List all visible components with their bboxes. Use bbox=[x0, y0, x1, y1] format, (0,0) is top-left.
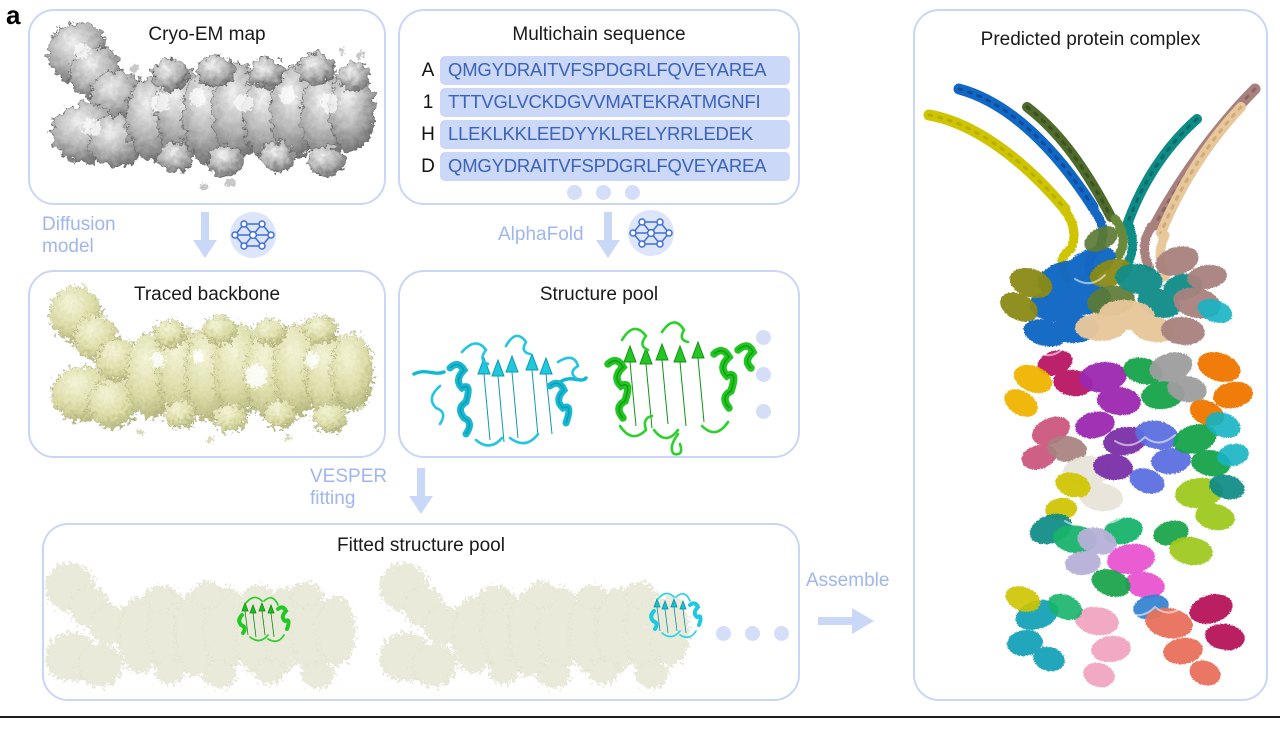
panel-multichain-sequence: Multichain sequence A QMGYDRAITVFSPDGRLF… bbox=[398, 9, 800, 205]
cryo-em-density-image bbox=[30, 11, 384, 203]
fitted-pool-ellipsis bbox=[710, 626, 794, 641]
arrow-down-icon-diffusion bbox=[192, 212, 218, 258]
sequence-row: 1 TTTVGLVCKDGVVMATEKRATMGNFI bbox=[416, 88, 790, 117]
diffusion-model-label: Diffusion model bbox=[42, 214, 116, 257]
figure-bottom-rule bbox=[0, 716, 1280, 718]
chain-sequence: QMGYDRAITVFSPDGRLFQVEYAREA bbox=[440, 56, 790, 85]
chain-id: A bbox=[421, 59, 435, 81]
structure-cyan-protein bbox=[410, 312, 600, 452]
traced-backbone-image bbox=[30, 272, 384, 456]
assemble-label: Assemble bbox=[806, 570, 890, 591]
arrow-down-icon-vesper bbox=[408, 468, 434, 514]
fitted-backbone-copy-2 bbox=[370, 553, 700, 699]
sequence-list: A QMGYDRAITVFSPDGRLFQVEYAREA 1 TTTVGLVCK… bbox=[416, 56, 790, 200]
structure-pool-title: Structure pool bbox=[539, 284, 659, 305]
sequence-ellipsis bbox=[416, 185, 790, 200]
arrow-down-icon-alphafold bbox=[595, 212, 621, 258]
fitted-backbone-copy-1 bbox=[44, 553, 366, 699]
chain-sequence: QMGYDRAITVFSPDGRLFQVEYAREA bbox=[440, 152, 790, 181]
vesper-fitting-label: VESPER fitting bbox=[310, 466, 388, 509]
figure-panel-label: a bbox=[6, 0, 21, 30]
arrow-right-icon-assemble bbox=[818, 608, 874, 634]
panel-predicted-protein-complex: Predicted protein complex bbox=[913, 9, 1268, 701]
structure-green-protein bbox=[592, 306, 772, 456]
chain-id: H bbox=[421, 123, 435, 145]
multichain-sequence-title: Multichain sequence bbox=[512, 24, 686, 45]
chain-id: D bbox=[421, 155, 435, 177]
sequence-row: H LLEKLKKLEEDYYKLRELYRRLEDEK bbox=[416, 120, 790, 149]
alphafold-label: AlphaFold bbox=[498, 224, 584, 245]
neural-network-icon-alphafold bbox=[628, 210, 674, 256]
chain-sequence: TTTVGLVCKDGVVMATEKRATMGNFI bbox=[440, 88, 790, 117]
fitted-green-structure bbox=[234, 591, 294, 645]
predicted-complex-image bbox=[915, 11, 1266, 699]
panel-cryo-em-map: Cryo-EM map bbox=[28, 9, 386, 205]
panel-fitted-structure-pool: Fitted structure pool bbox=[42, 523, 800, 701]
panel-structure-pool: Structure pool bbox=[398, 270, 800, 458]
fitted-cyan-structure bbox=[646, 587, 704, 643]
panel-traced-backbone: Traced backbone bbox=[28, 270, 386, 458]
structure-pool-ellipsis bbox=[756, 330, 771, 419]
neural-network-icon-diffusion bbox=[230, 212, 276, 258]
sequence-row: A QMGYDRAITVFSPDGRLFQVEYAREA bbox=[416, 56, 790, 85]
chain-sequence: LLEKLKKLEEDYYKLRELYRRLEDEK bbox=[440, 120, 790, 149]
sequence-row: D QMGYDRAITVFSPDGRLFQVEYAREA bbox=[416, 152, 790, 181]
chain-id: 1 bbox=[422, 91, 434, 113]
